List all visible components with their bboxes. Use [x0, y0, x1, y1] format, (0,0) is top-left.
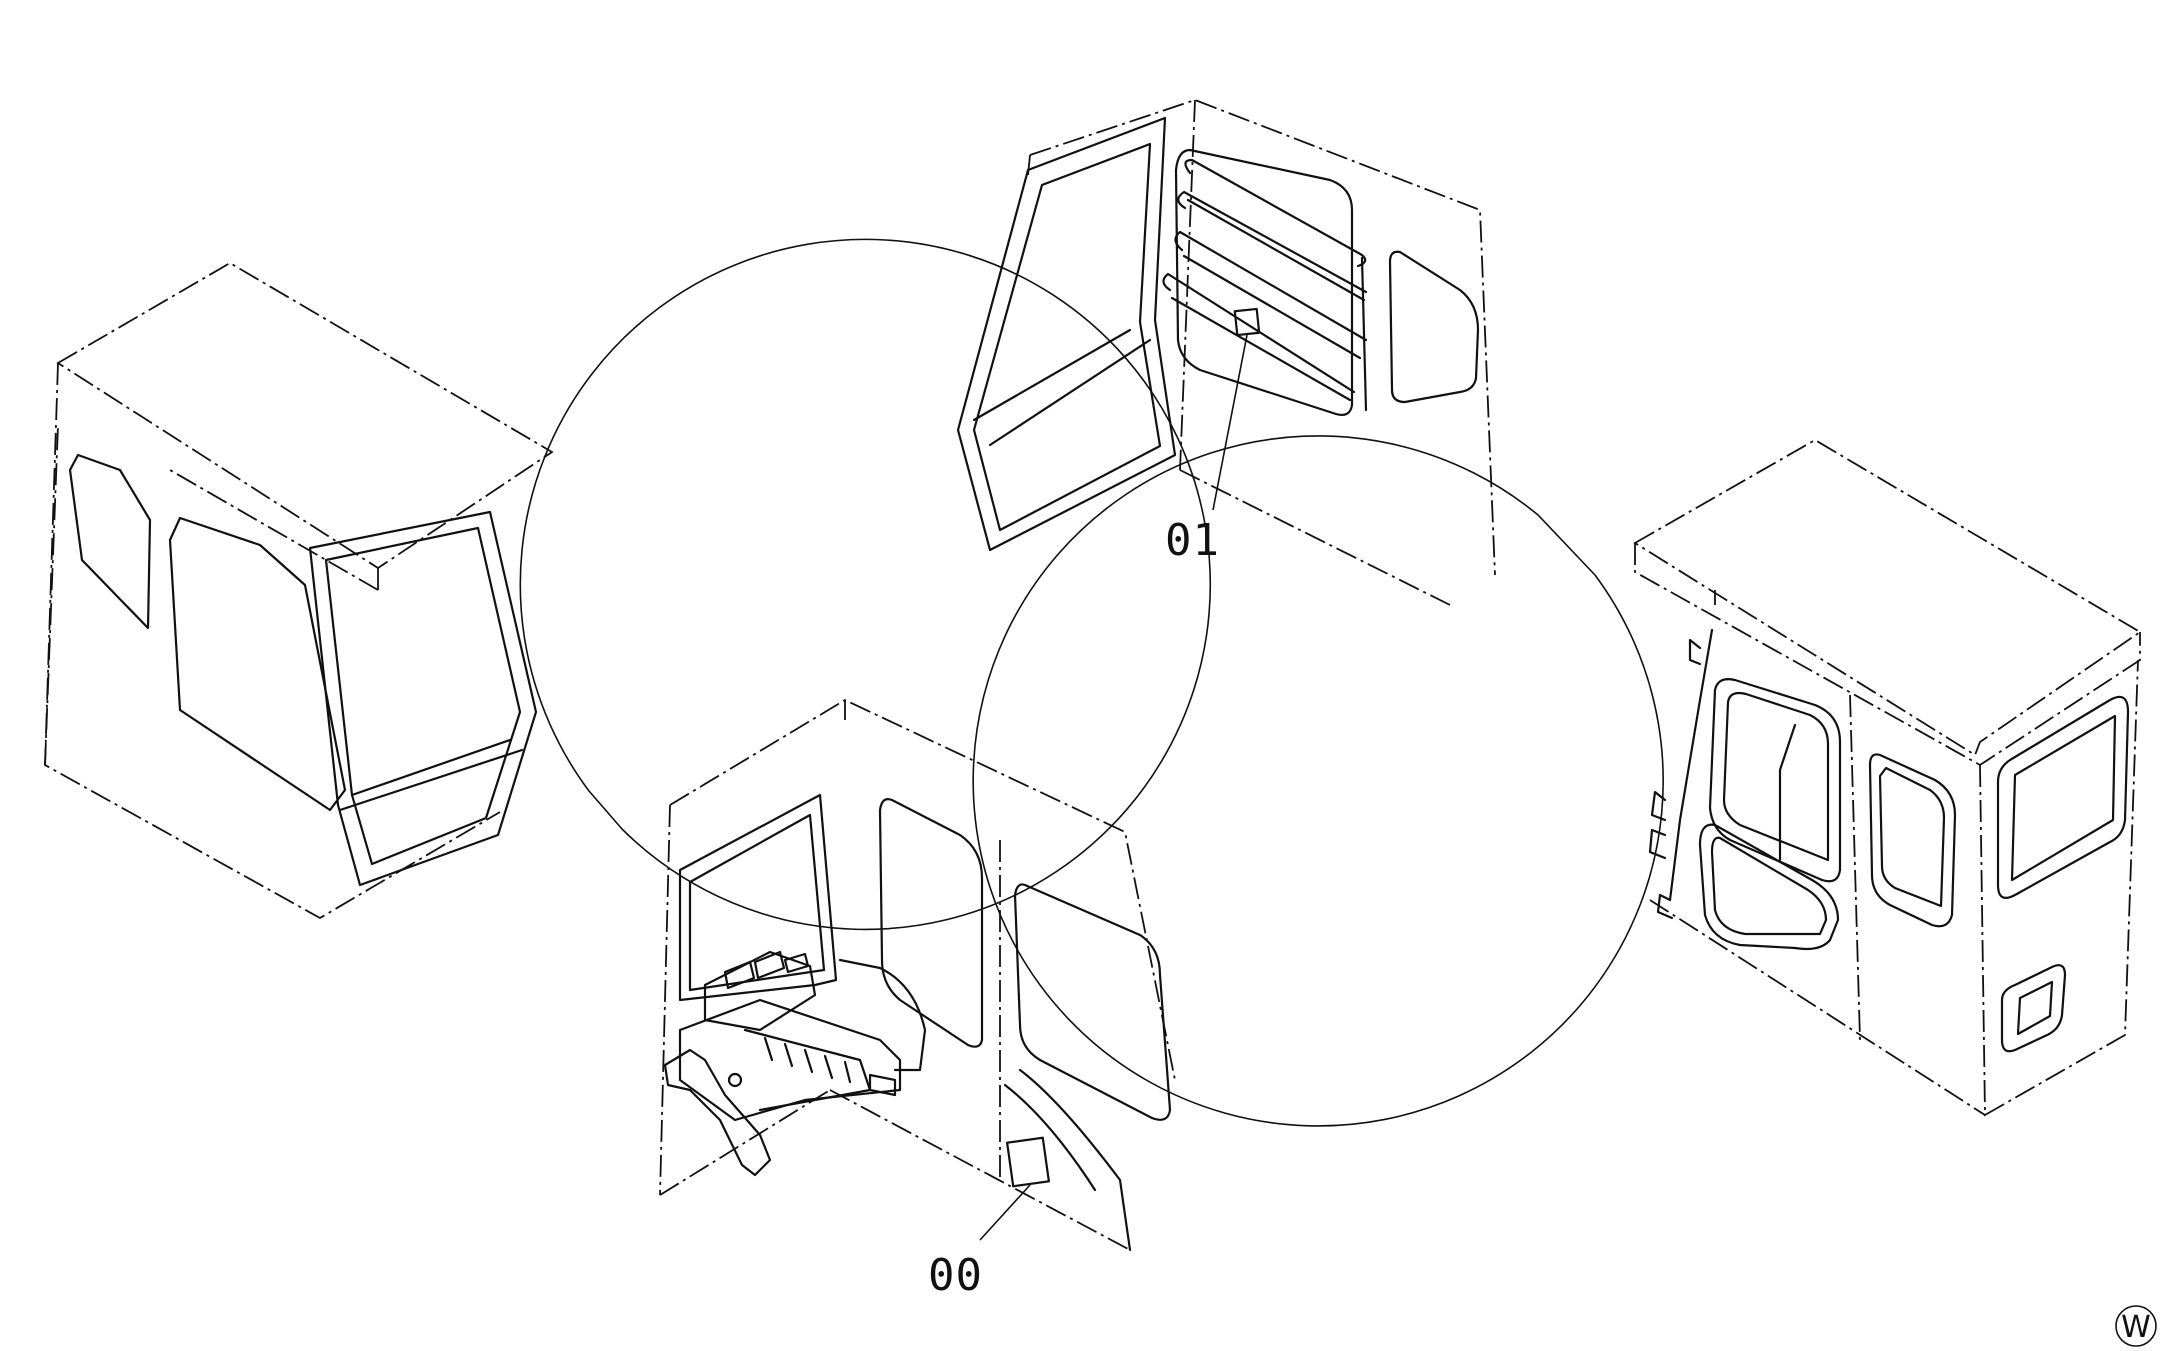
- right-cab-vent: [2000, 964, 2067, 1053]
- left-cab-front-frame: [308, 510, 538, 887]
- right-cab: [1633, 438, 2142, 1117]
- callout-label-01: 01: [1165, 515, 1220, 566]
- right-cab-middle-window: [1868, 753, 1957, 928]
- lower-callout-bubble: [519, 238, 1212, 931]
- callout-label-00: 00: [928, 1250, 983, 1301]
- left-cab: [44, 261, 554, 920]
- right-cab-side-window: [1996, 695, 2130, 899]
- right-cab-lower-window: [1698, 823, 1840, 951]
- left-cab-window-small: [68, 453, 152, 630]
- corner-mark: W: [2115, 1305, 2157, 1347]
- lower-leader-line: [979, 1184, 1031, 1241]
- lower-console: [663, 950, 927, 1177]
- upper-label-plate: [1233, 307, 1261, 337]
- lower-detail-circle: 00: [519, 238, 1212, 1301]
- upper-handrails: [1162, 158, 1368, 412]
- upper-callout-bubble: [972, 435, 1664, 1127]
- upper-front-window: [956, 116, 1177, 552]
- corner-mark-label: W: [2121, 1310, 2151, 1345]
- left-cab-window-large: [168, 516, 347, 812]
- upper-side-window: [1174, 148, 1354, 417]
- upper-right-window: [1388, 250, 1480, 404]
- upper-detail-circle: 01: [956, 99, 1664, 1127]
- lower-label-plate: [1006, 1136, 1050, 1188]
- lower-middle-window: [878, 798, 984, 1048]
- lower-front-window: [678, 793, 838, 1002]
- corner-mark-circle: [2115, 1305, 2157, 1347]
- left-cab-roof: [56, 261, 554, 570]
- right-cab-roof: [1633, 438, 2142, 757]
- lower-side-window: [1013, 883, 1172, 1121]
- right-cab-handrail-brackets: [1648, 638, 1702, 920]
- right-cab-upper-window: [1708, 678, 1842, 883]
- upper-leader-line: [1212, 334, 1248, 511]
